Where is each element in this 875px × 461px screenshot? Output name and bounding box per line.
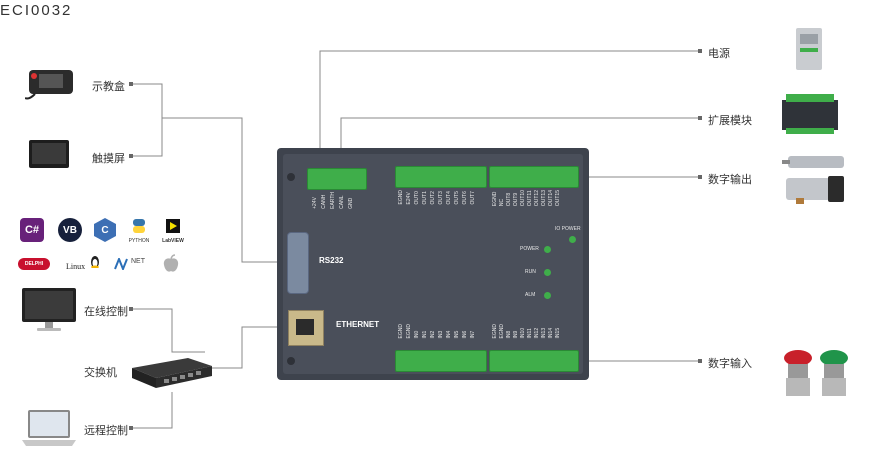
- label-remote-control: 远程控制: [84, 424, 128, 437]
- cplusplus-logo: C: [94, 218, 116, 242]
- network-switch-image: [128, 354, 214, 390]
- run-led-label: RUN: [525, 269, 536, 275]
- monitor-image: [22, 288, 76, 332]
- line-power: [319, 50, 700, 176]
- rs232-port: [287, 232, 309, 294]
- ethernet-label: ETHERNET: [336, 320, 380, 329]
- laptop-image: [22, 410, 76, 450]
- line-teach-pendant: [132, 83, 163, 157]
- vb-logo: VB: [58, 218, 82, 242]
- label-online-control: 在线控制: [84, 305, 128, 318]
- label-teach-pendant: 示教盒: [92, 80, 125, 93]
- label-digital-output: 数字输出: [708, 173, 752, 186]
- input-terminal-b: [489, 350, 579, 372]
- alm-led: [544, 292, 551, 299]
- line-rs232: [162, 117, 286, 263]
- label-power: 电源: [708, 47, 730, 60]
- apple-logo: [162, 254, 180, 274]
- model-label: ECI0032: [0, 2, 73, 19]
- label-expansion: 扩展模块: [708, 114, 752, 127]
- label-touch-screen: 触摸屏: [92, 152, 125, 165]
- line-remote-control: [132, 392, 173, 429]
- output-terminal-a: [395, 166, 487, 188]
- io-power-led: [569, 236, 576, 243]
- delphi-logo: DELPHI: [18, 258, 50, 270]
- run-led: [544, 269, 551, 276]
- input-b-pin-labels: EGND EGND IN8 IN9 IN10 IN11 IN12 IN13 IN…: [492, 324, 561, 339]
- line-online-control: [132, 308, 205, 353]
- dotnet-logo: NET: [114, 256, 148, 272]
- label-digital-input: 数字输入: [708, 357, 752, 370]
- push-buttons-image: [780, 346, 852, 402]
- power-supply-image: [794, 26, 824, 72]
- touch-screen-image: [29, 140, 69, 170]
- io-power-label: IO POWER: [555, 226, 581, 232]
- output-b-pin-labels: EGND NC OUT8 OUT9 OUT10 OUT11 OUT12 OUT1…: [492, 190, 561, 207]
- labview-logo: LabVIEW: [160, 218, 186, 244]
- power-can-pin-labels: +24V CANH EARTH CANL GND: [312, 192, 354, 209]
- output-a-pin-labels: EGND E24V OUT0 OUT1 OUT2 OUT3 OUT4 OUT5 …: [398, 190, 476, 205]
- expansion-module-image: [780, 92, 840, 136]
- language-logos: C# VB C PYTHON LabVIEW DELPHI Linux NET: [18, 218, 190, 276]
- rs232-label: RS232: [319, 256, 344, 265]
- label-switch: 交换机: [84, 366, 117, 379]
- controller-panel: [277, 148, 589, 380]
- controller-box: +24V CANH EARTH CANL GND EGND E24V OUT0 …: [277, 148, 589, 380]
- input-terminal-a: [395, 350, 487, 372]
- input-a-pin-labels: EGND EGND IN0 IN1 IN2 IN3 IN4 IN5 IN6 IN…: [398, 324, 476, 339]
- csharp-logo: C#: [20, 218, 44, 242]
- power-can-terminal: [307, 168, 367, 190]
- teach-pendant-image: [24, 68, 77, 102]
- alm-led-label: ALM: [525, 292, 536, 298]
- output-terminal-b: [489, 166, 579, 188]
- power-led-label: POWER: [520, 246, 539, 252]
- linux-logo: Linux: [66, 254, 100, 272]
- pneumatic-valve-image: [778, 152, 856, 208]
- ethernet-port: [288, 310, 324, 346]
- power-led: [544, 246, 551, 253]
- python-logo: PYTHON: [124, 218, 154, 244]
- line-ethernet: [212, 326, 288, 369]
